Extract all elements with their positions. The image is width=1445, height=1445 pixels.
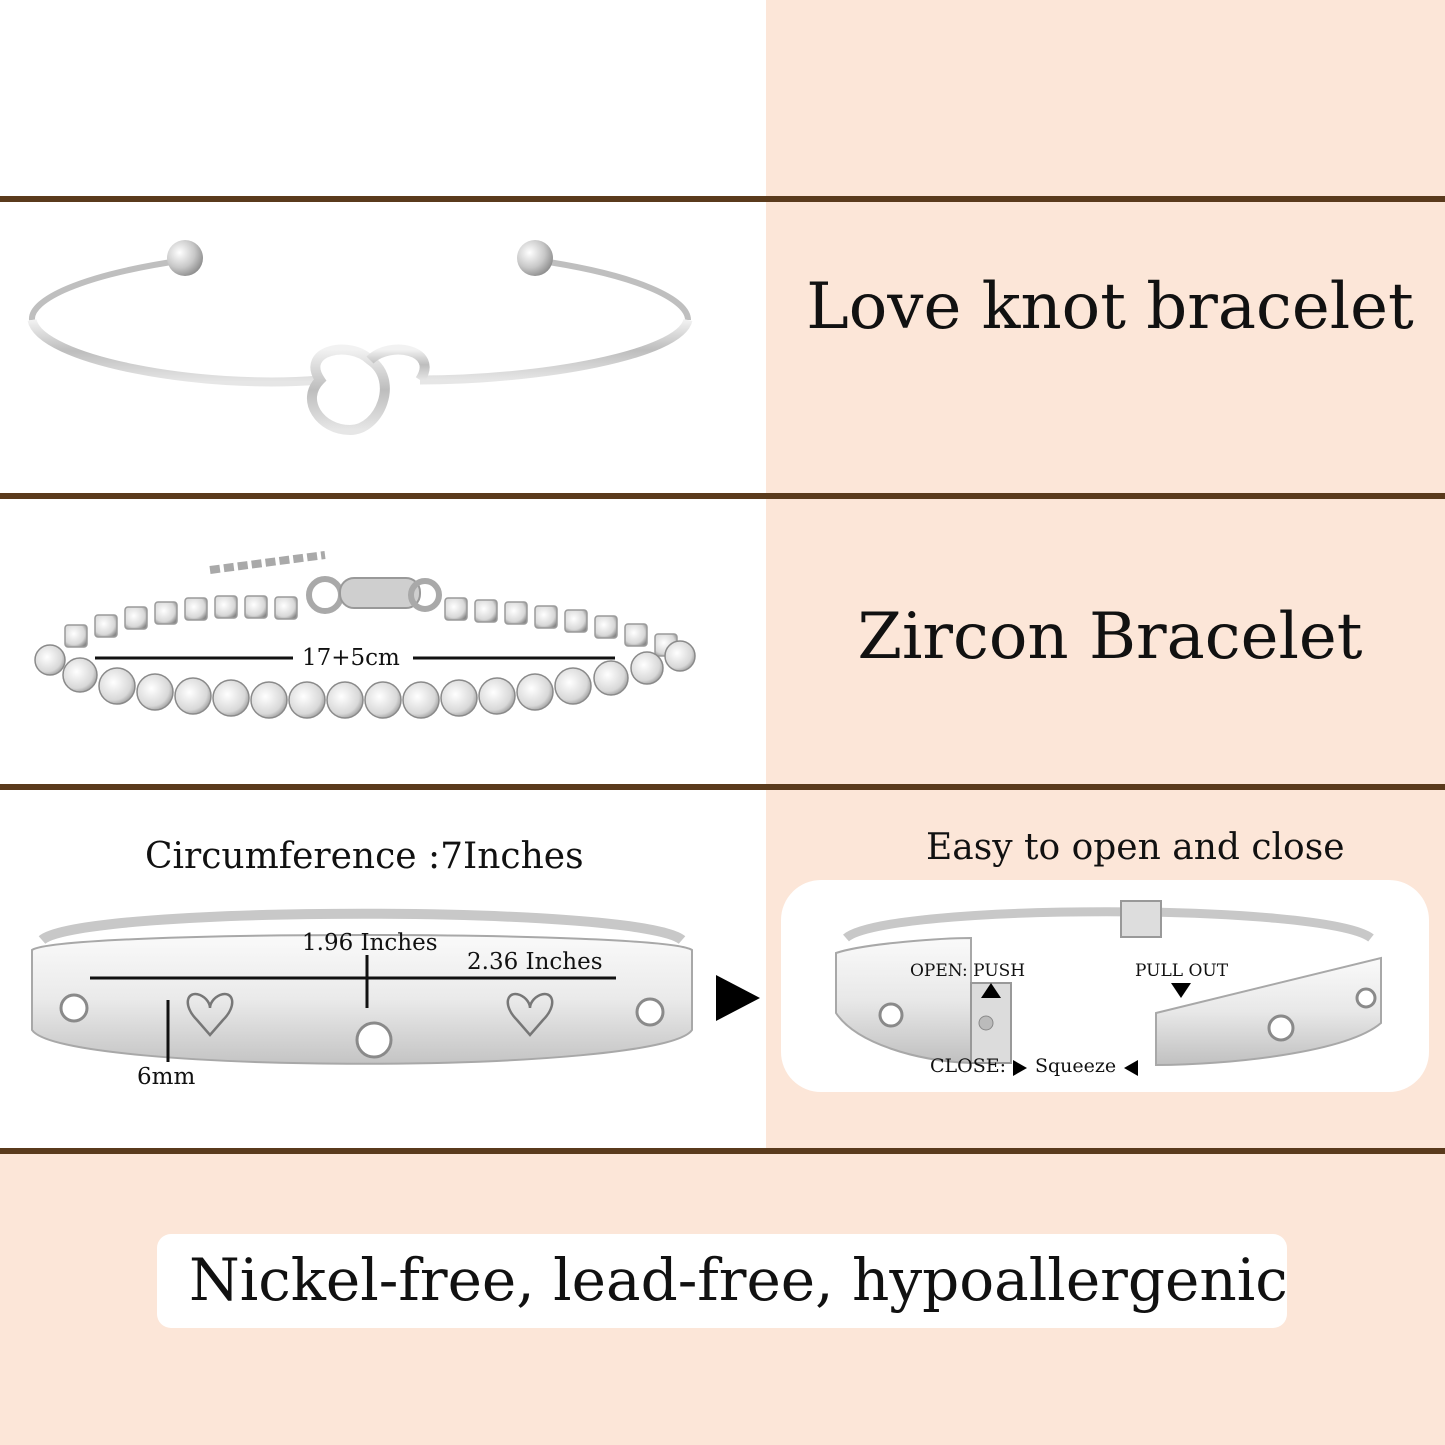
love-knot-title: Love knot bracelet bbox=[806, 270, 1414, 344]
squeeze-label: Squeeze bbox=[1035, 1055, 1117, 1077]
footer-text: Nickel-free, lead-free, hypoallergenic bbox=[189, 1246, 1288, 1314]
arrow-right-icon bbox=[716, 975, 760, 1021]
divider-1 bbox=[0, 196, 1445, 202]
bangle-open-image bbox=[826, 893, 1391, 1078]
open-close-heading: Easy to open and close bbox=[926, 827, 1345, 868]
dim-thickness-label: 6mm bbox=[137, 1064, 196, 1090]
love-knot-bracelet-image bbox=[20, 230, 700, 470]
dim-width-label: 2.36 Inches bbox=[467, 949, 603, 975]
open-push-label: OPEN: PUSH bbox=[910, 961, 1026, 981]
zircon-title: Zircon Bracelet bbox=[857, 600, 1363, 674]
heart-bangle-image bbox=[22, 900, 702, 1090]
divider-4 bbox=[0, 1148, 1445, 1154]
dim-height-label: 1.96 Inches bbox=[302, 930, 438, 956]
close-label: CLOSE: bbox=[930, 1055, 1007, 1077]
pull-out-label: PULL OUT bbox=[1135, 961, 1229, 981]
circumference-heading: Circumference :7Inches bbox=[145, 836, 584, 877]
footer-badge: Nickel-free, lead-free, hypoallergenic bbox=[157, 1234, 1288, 1328]
zircon-bracelet-image bbox=[25, 540, 725, 750]
divider-2 bbox=[0, 493, 1445, 499]
zircon-length-label: 17+5cm bbox=[302, 645, 400, 671]
divider-3 bbox=[0, 784, 1445, 790]
